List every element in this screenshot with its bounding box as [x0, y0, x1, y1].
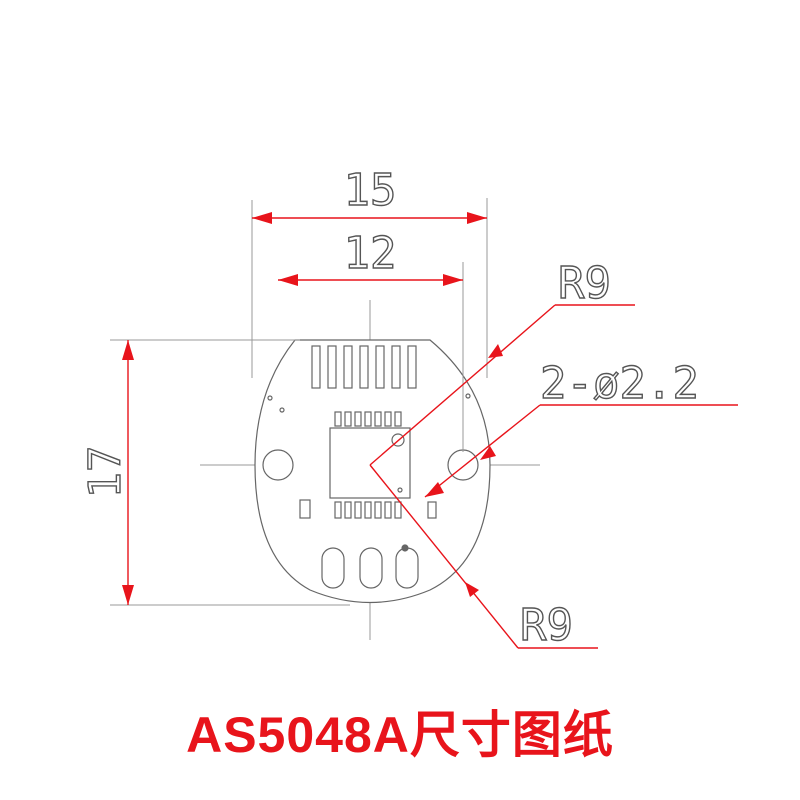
pcb-outline — [254, 339, 491, 604]
dimension-12-label: 12 — [344, 228, 397, 279]
holes-leader: 2-ø2.2 — [424, 357, 738, 498]
dimension-17: 17 — [79, 340, 134, 605]
radius-top-leader: R9 — [369, 257, 635, 466]
holes-label: 2-ø2.2 — [540, 358, 699, 409]
radius-bottom-leader: R9 — [369, 464, 598, 652]
radius-bottom-label: R9 — [520, 600, 573, 651]
dimension-15-label: 15 — [344, 165, 397, 216]
top-pad-slots — [311, 345, 417, 389]
chip-footprint — [267, 393, 471, 519]
dimension-12: 12 — [278, 227, 463, 286]
mounting-hole-left — [262, 449, 294, 481]
dimension-17-label: 17 — [80, 446, 131, 499]
bottom-connector-pads — [321, 544, 419, 589]
drawing-caption: AS5048A尺寸图纸 — [186, 707, 614, 763]
radius-top-label: R9 — [558, 258, 611, 309]
dimension-15: 15 — [252, 164, 487, 224]
extension-lines — [110, 198, 488, 606]
